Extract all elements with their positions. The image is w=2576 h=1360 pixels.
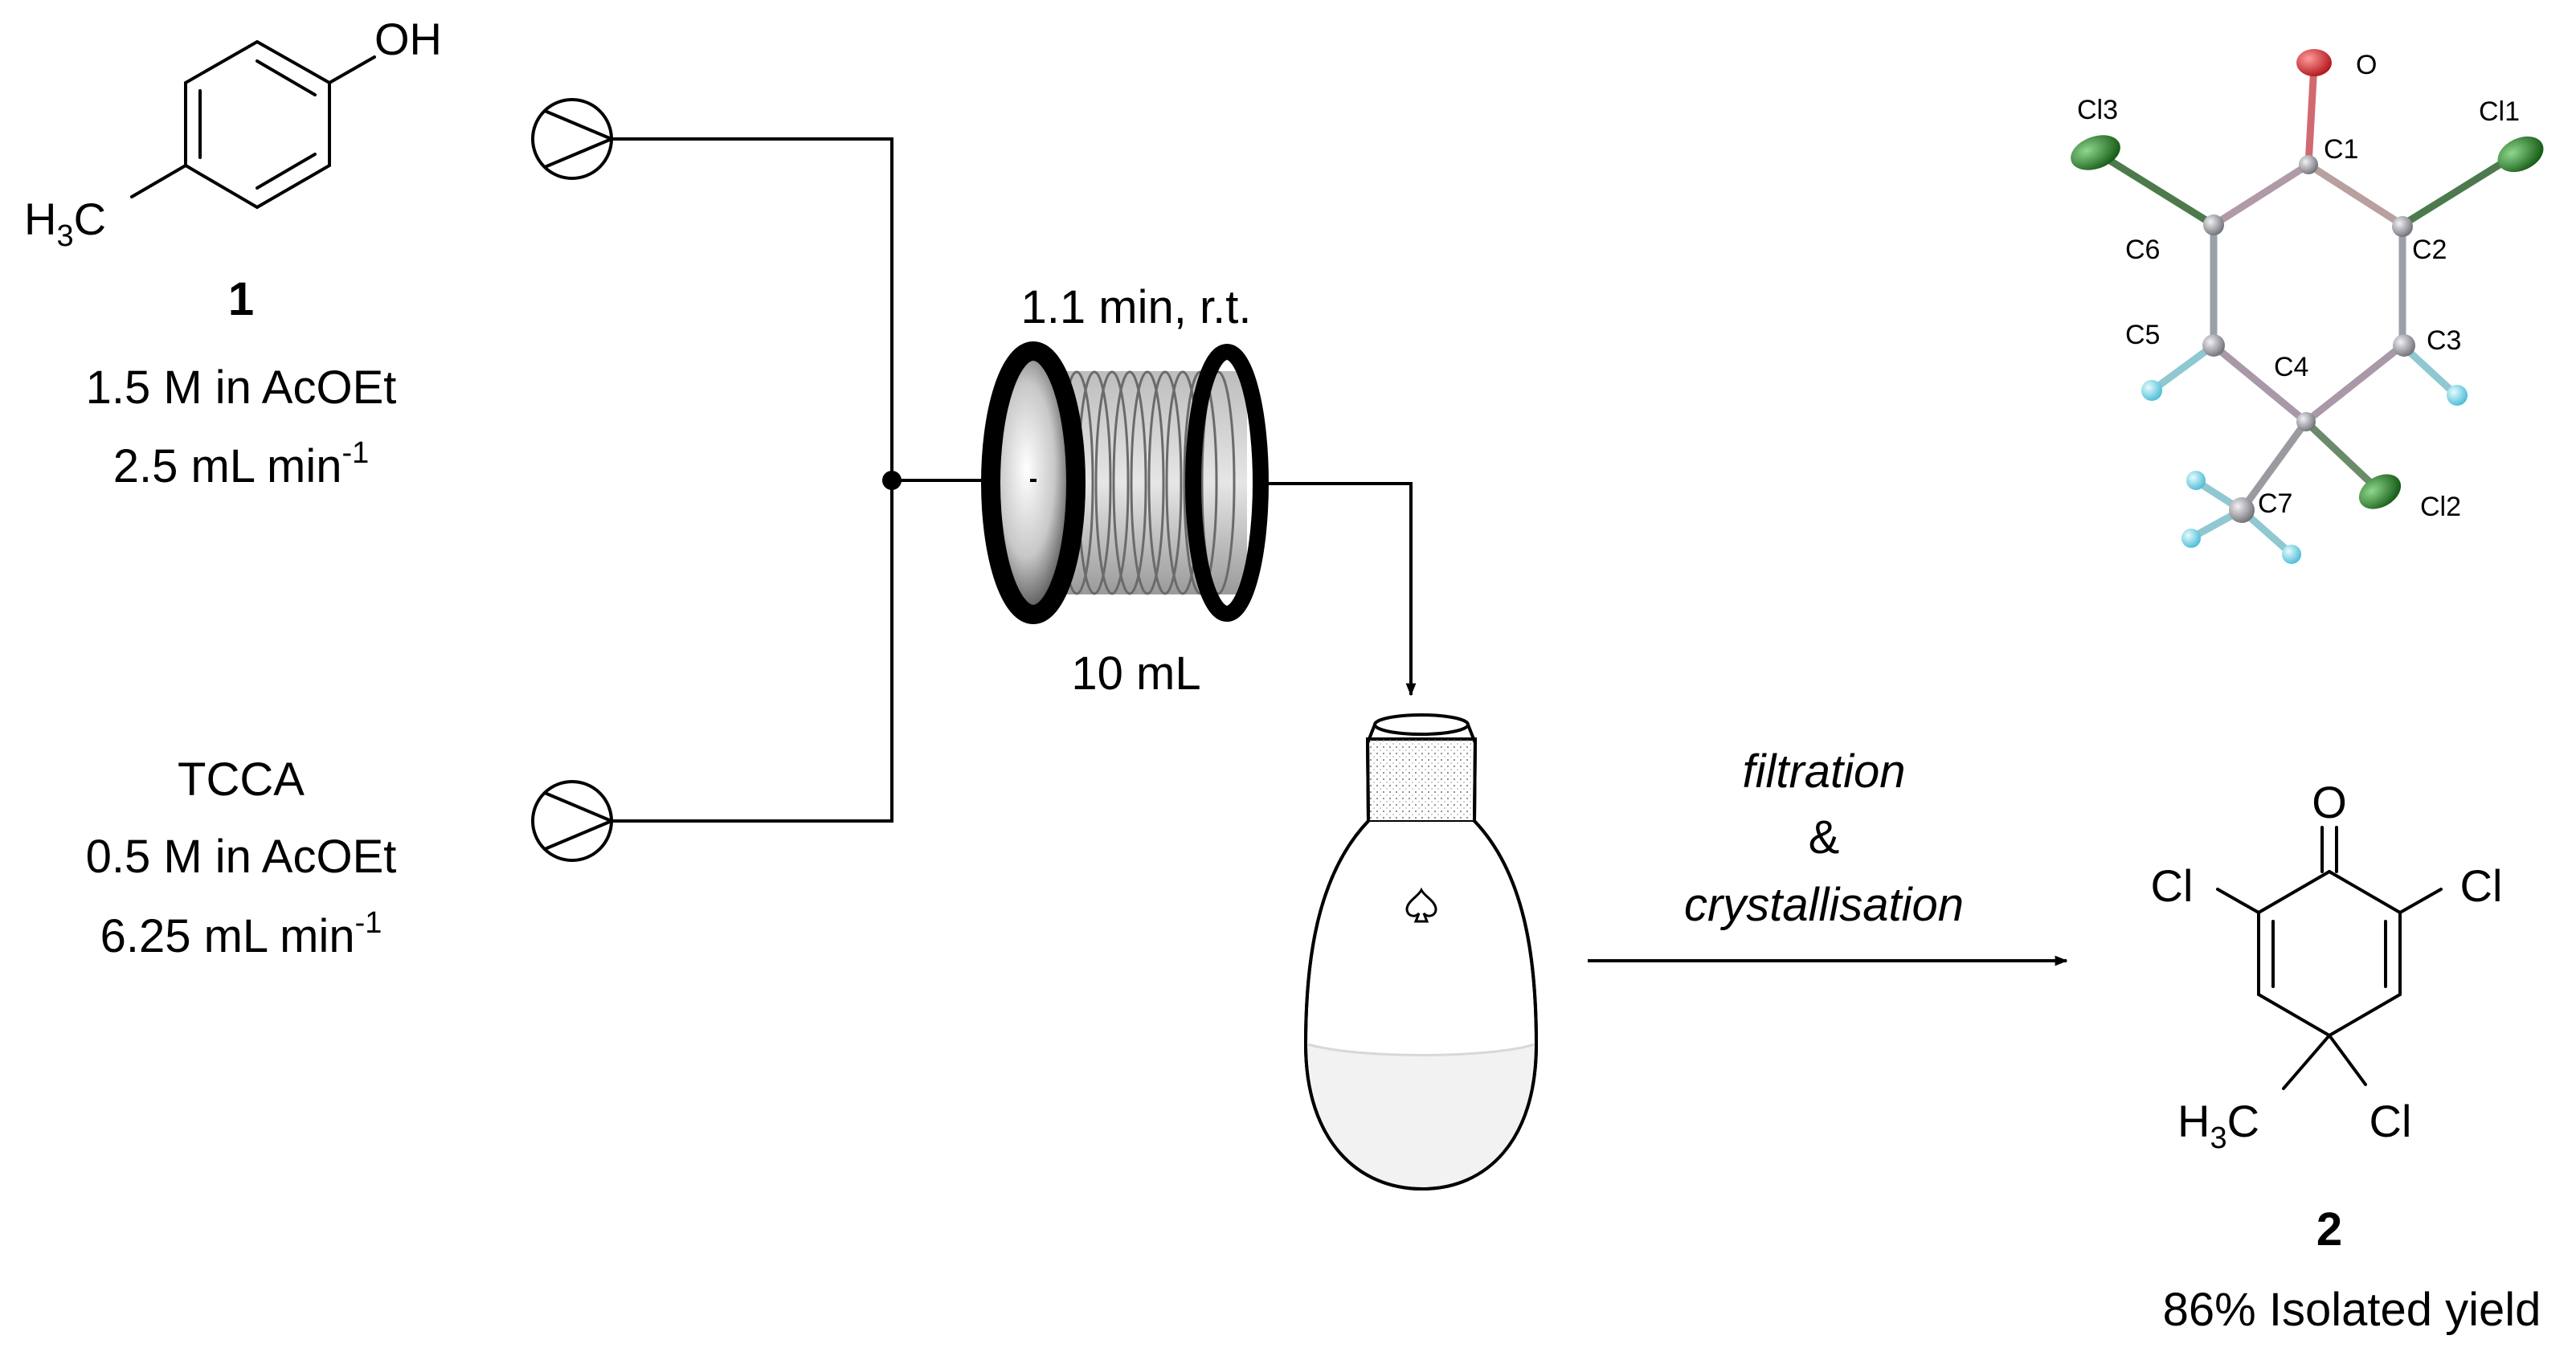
atom-c5-icon <box>2202 334 2225 357</box>
atom-cl1-icon <box>2497 136 2544 173</box>
reagent2-concentration: 0.5 M in AcOEt <box>86 831 397 883</box>
atom-c3-icon <box>2393 334 2415 357</box>
product-methyl-label: H3C <box>2177 1096 2259 1155</box>
compound-2-number: 2 <box>2316 1203 2342 1256</box>
atom-oxygen-icon <box>2296 49 2332 76</box>
reagent2-name: TCCA <box>178 754 305 806</box>
collection-flask-icon <box>1303 713 1539 1191</box>
atom-c7-icon <box>2229 497 2255 523</box>
product-oxygen-label: O <box>2312 777 2347 827</box>
pump-2-icon <box>531 780 616 862</box>
workup-step-filtration: filtration <box>1742 745 1905 798</box>
tubing <box>611 137 1030 823</box>
atom-h7c-icon <box>2282 545 2301 564</box>
atom-h5-icon <box>2141 380 2162 401</box>
crystal-label-cl1: Cl1 <box>2479 96 2520 127</box>
crystal-structure-ortep: O Cl3 Cl1 C1 C6 C2 C5 C3 C4 C7 Cl2 <box>2071 49 2544 564</box>
reagent1-flow-rate: 2.5 mL min-1 <box>113 436 370 492</box>
atom-cl3-icon <box>2071 135 2120 170</box>
product-chlorine-bottom: Cl <box>2370 1096 2412 1146</box>
isolated-yield: 86% Isolated yield <box>2163 1284 2541 1336</box>
p-cresol-structure <box>130 39 376 210</box>
crystal-label-c5: C5 <box>2125 320 2160 350</box>
methyl-label-r1: H3C <box>24 194 106 253</box>
crystal-label-cl3: Cl3 <box>2077 95 2118 125</box>
atom-h7a-icon <box>2186 471 2206 490</box>
reagent2-flow-rate: 6.25 mL min-1 <box>100 906 382 962</box>
crystal-label-c1: C1 <box>2324 134 2358 165</box>
outlet-tubing-arrow <box>1260 482 1417 696</box>
crystal-label-c2: C2 <box>2412 235 2447 265</box>
atom-h7b-icon <box>2181 529 2201 548</box>
reagent1-concentration: 1.5 M in AcOEt <box>86 361 397 414</box>
crystal-label-c7: C7 <box>2258 488 2292 519</box>
atom-c1-icon <box>2299 155 2318 174</box>
workup-ampersand: & <box>1809 811 1840 864</box>
product-chlorine-left: Cl <box>2151 860 2194 911</box>
workup-step-crystallisation: crystallisation <box>1684 879 1964 931</box>
atom-c2-icon <box>2392 216 2413 237</box>
crystal-label-c4: C4 <box>2274 352 2308 382</box>
hydroxyl-label: OH <box>374 14 442 64</box>
atom-c6-icon <box>2203 214 2224 235</box>
product-structure <box>2216 826 2443 1090</box>
t-mixer-junction <box>882 471 902 490</box>
crystal-label-c6: C6 <box>2125 235 2160 265</box>
coil-reactor-icon <box>981 341 1269 624</box>
crystal-label-cl2: Cl2 <box>2420 492 2461 522</box>
reactor-conditions: 1.1 min, r.t. <box>1021 281 1252 333</box>
crystal-label-c3: C3 <box>2427 325 2461 356</box>
reactor-volume: 10 mL <box>1071 647 1200 700</box>
crystal-label-o: O <box>2356 50 2377 80</box>
atom-cl2-icon <box>2358 474 2402 509</box>
compound-1-number: 1 <box>228 273 254 325</box>
product-chlorine-right: Cl <box>2460 860 2503 911</box>
pump-1-icon <box>531 98 616 180</box>
atom-c4-icon <box>2296 412 2316 431</box>
atom-h3-icon <box>2447 385 2468 406</box>
